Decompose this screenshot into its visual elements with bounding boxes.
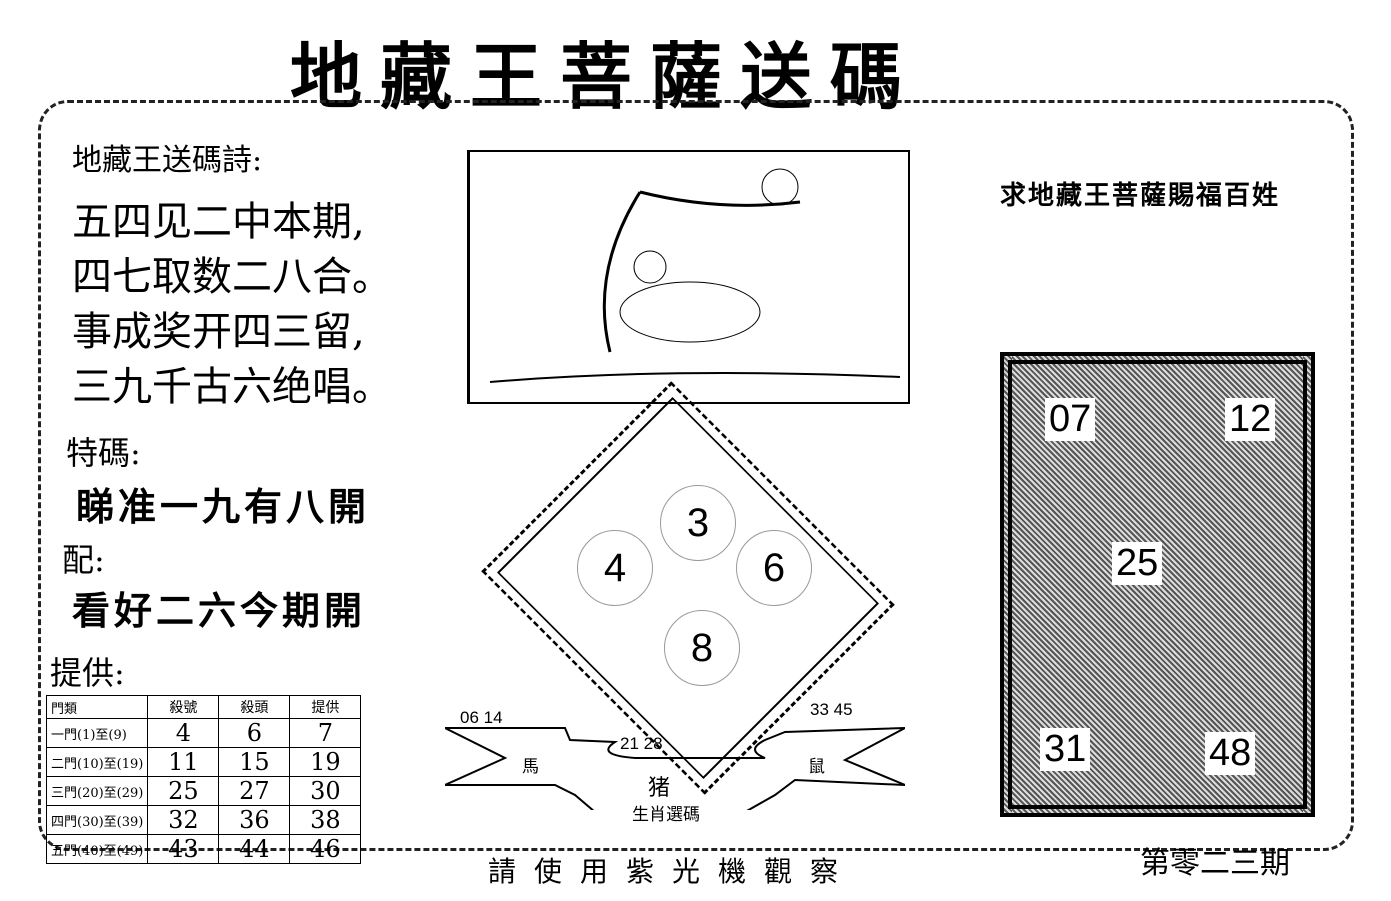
cell: 32 — [147, 805, 220, 835]
poem-line: 四七取数二八合。 — [72, 254, 392, 300]
poem: 五四见二中本期, 四七取数二八合。 事成奖开四三留, 三九千古六绝唱。 — [72, 195, 392, 415]
cell: 四門(30)至(39) — [45, 805, 149, 835]
zodiac-center-numbers: 21 28 — [620, 734, 663, 753]
cell: 27 — [218, 776, 291, 806]
buddha-number: 25 — [1112, 542, 1163, 585]
cell: 一門(1)至(9) — [45, 718, 149, 748]
cell: 25 — [147, 776, 220, 806]
pair-text: 看好二六今期開 — [72, 588, 367, 633]
cell: 19 — [289, 747, 362, 777]
page-title: 地藏王菩薩送碼 — [290, 34, 921, 119]
cell: 三門(20)至(29) — [45, 776, 149, 806]
sage-drawing — [489, 168, 901, 383]
special-label: 特碼: — [66, 434, 141, 472]
provide-label: 提供: — [50, 654, 125, 692]
cell: 30 — [289, 776, 362, 806]
buddha-number: 12 — [1225, 398, 1276, 441]
cell: 五門(40)至(49) — [45, 834, 149, 864]
cell: 15 — [218, 747, 291, 777]
cell: 4 — [147, 718, 220, 748]
illustration-sage — [467, 150, 910, 404]
issue-number: 第零二三期 — [1140, 846, 1290, 881]
footer-note: 請使用紫光機觀察 — [488, 855, 857, 888]
blessing-banner: 求地藏王菩薩賜福百姓 — [1000, 181, 1281, 211]
poem-line: 三九千古六绝唱。 — [72, 364, 392, 410]
cell: 二門(10)至(19) — [45, 747, 149, 777]
diamond-number: 6 — [736, 530, 812, 606]
cell: 38 — [289, 805, 362, 835]
header-cell: 提供 — [289, 695, 362, 719]
zodiac-caption: 生肖選碼 — [632, 805, 700, 824]
buddha-number: 07 — [1045, 398, 1096, 441]
diamond-number: 8 — [664, 610, 740, 686]
zodiac-right: 鼠 — [808, 757, 825, 776]
cell: 11 — [147, 747, 220, 777]
poem-line: 事成奖开四三留, — [72, 309, 365, 355]
header-cell: 殺頭 — [218, 695, 291, 719]
diamond-number: 4 — [577, 530, 653, 606]
header-cell: 門類 — [45, 695, 149, 719]
cell: 36 — [218, 805, 291, 835]
diamond-number: 3 — [660, 485, 736, 561]
zodiac-right-numbers: 33 45 — [810, 700, 853, 719]
zodiac-left: 馬 — [522, 757, 539, 776]
dashed-frame — [38, 100, 1354, 851]
pair-label: 配: — [62, 541, 105, 579]
zodiac-ribbon — [445, 727, 905, 810]
zodiac-center: 猪 — [648, 775, 671, 800]
cell: 7 — [289, 718, 362, 748]
special-text: 睇准一九有八開 — [76, 484, 371, 529]
cell: 6 — [218, 718, 291, 748]
buddha-number: 31 — [1040, 728, 1091, 771]
poem-line: 五四见二中本期, — [72, 199, 365, 245]
poem-heading: 地藏王送碼詩: — [72, 143, 263, 178]
zodiac-left-numbers: 06 14 — [460, 708, 503, 727]
table-header-row: 門類殺號殺頭提供 — [45, 695, 362, 719]
cell: 43 — [147, 834, 220, 864]
cell: 46 — [289, 834, 362, 864]
header-cell: 殺號 — [147, 695, 220, 719]
buddha-number: 48 — [1205, 732, 1256, 775]
cell: 44 — [218, 834, 291, 864]
